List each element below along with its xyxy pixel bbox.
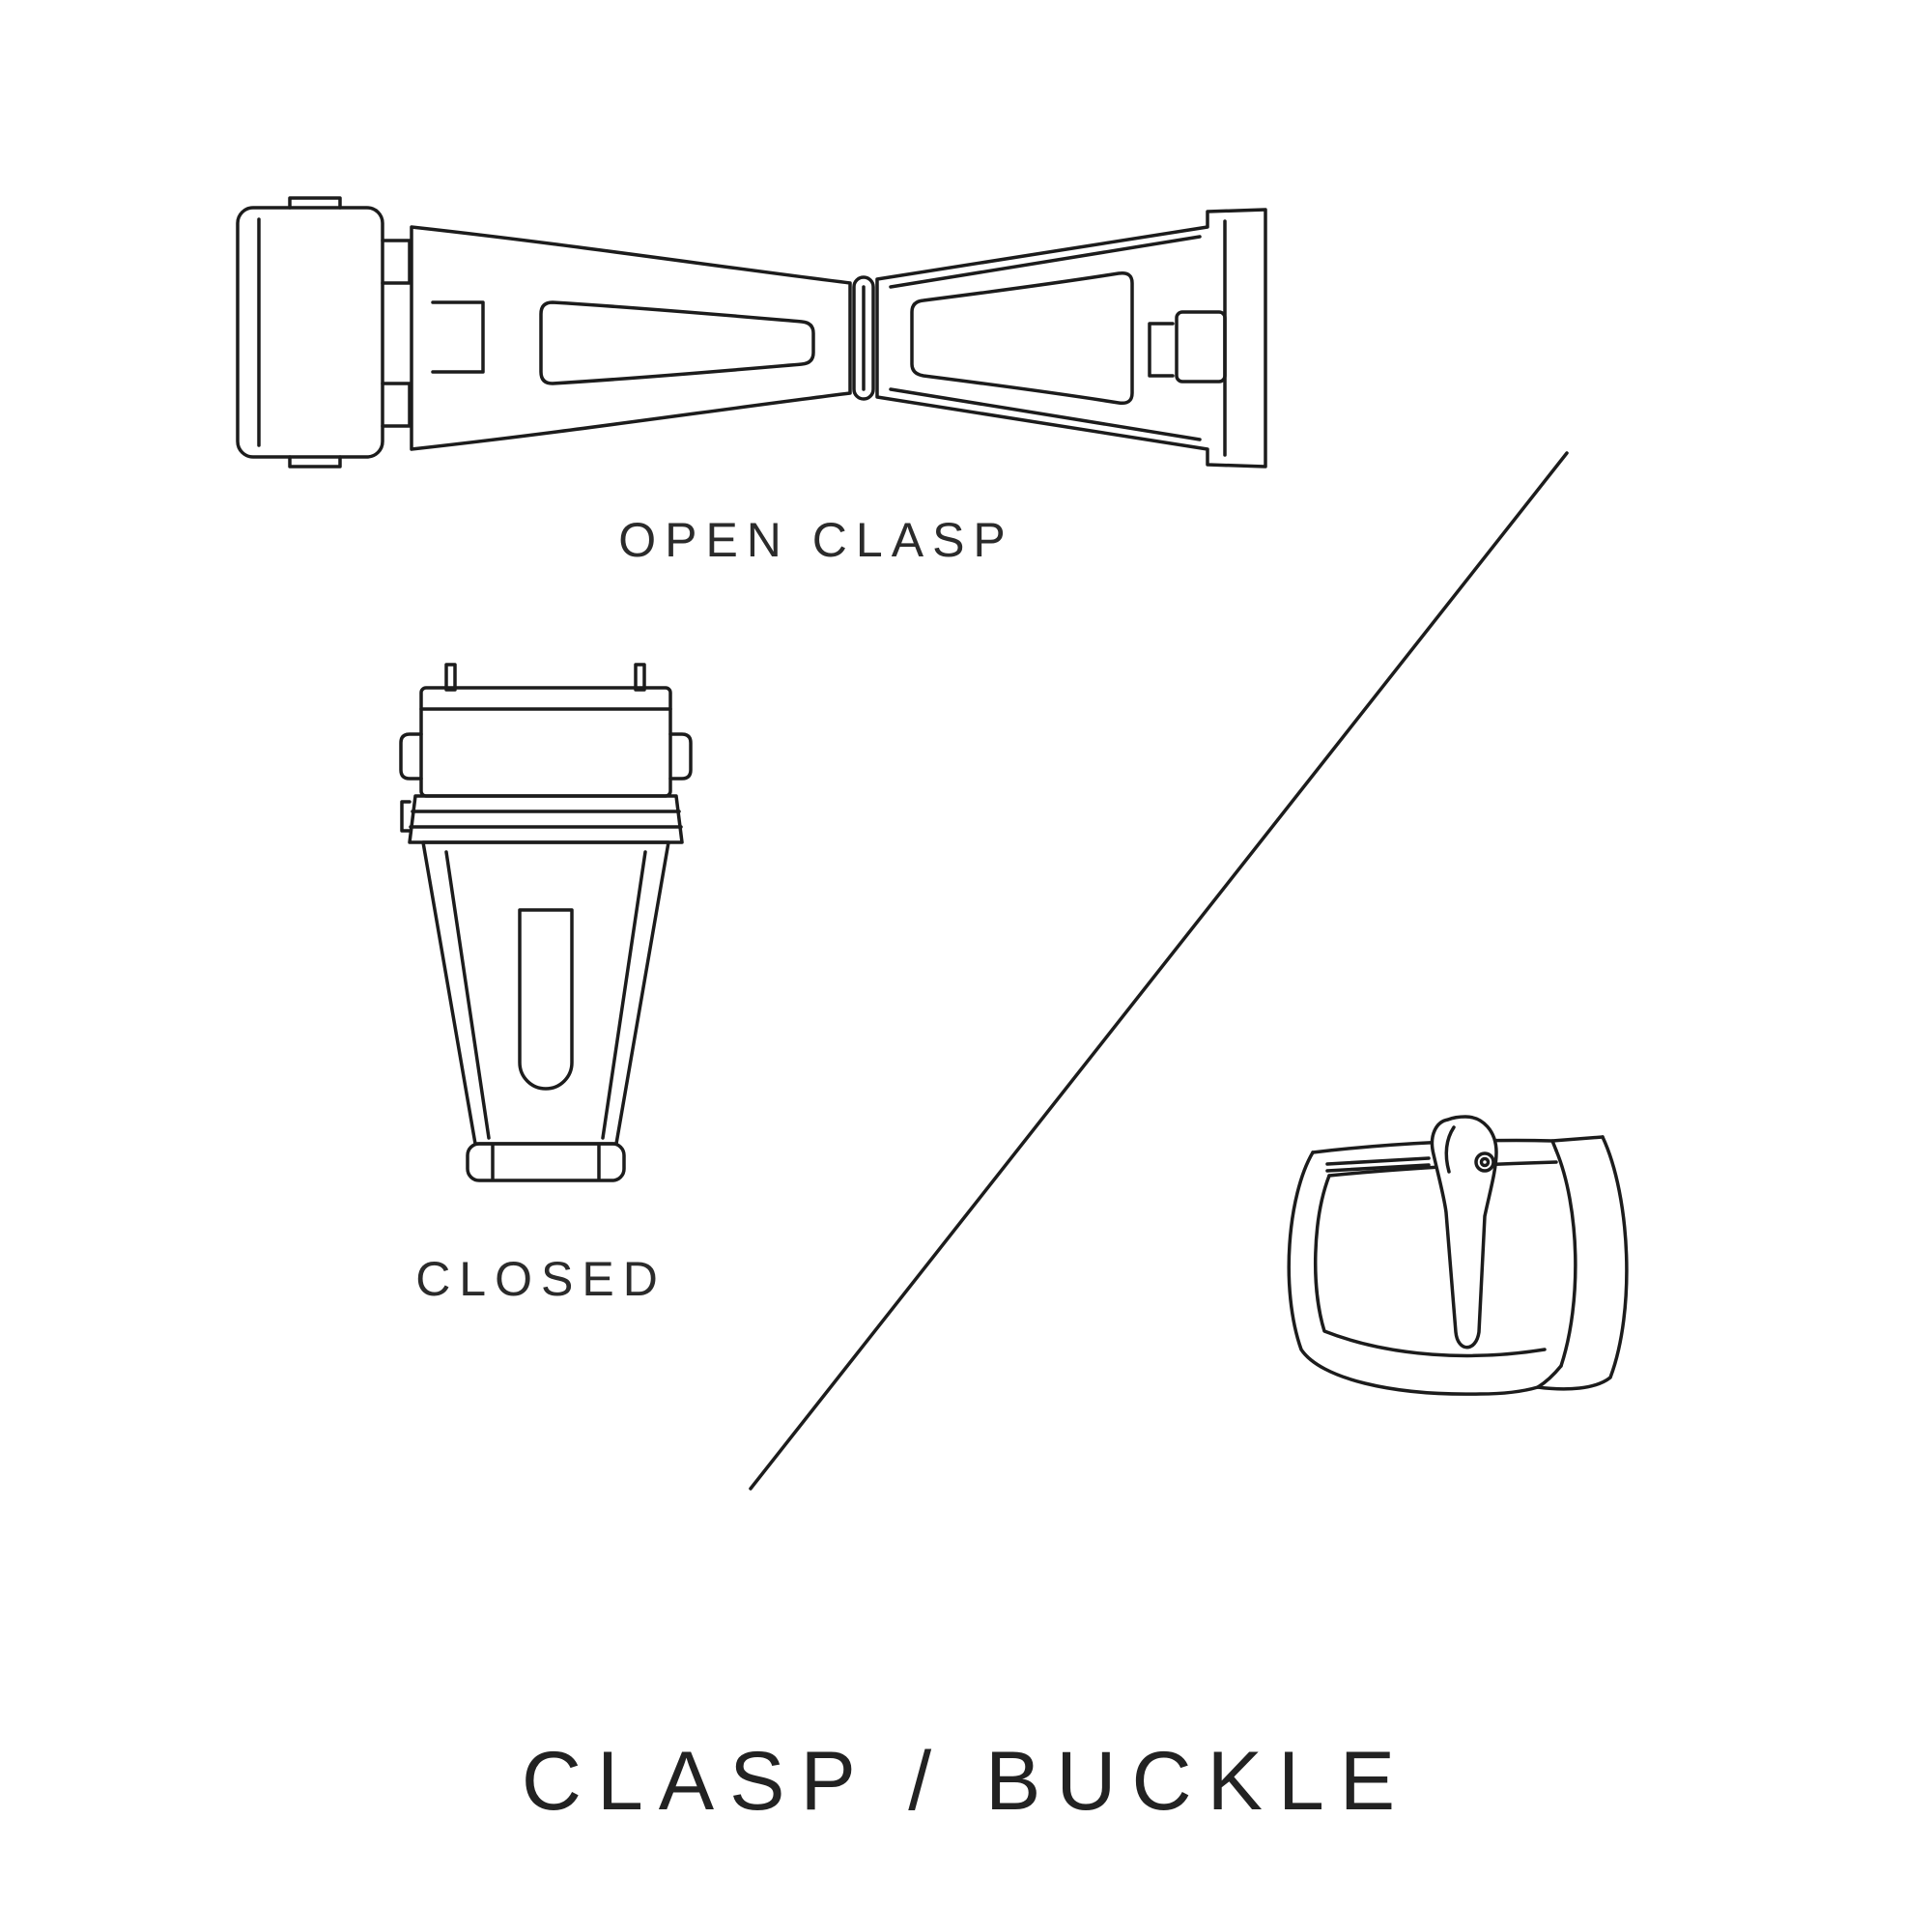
closed-clasp-label: CLOSED [415, 1252, 667, 1306]
closed-clasp-paths [399, 663, 693, 1182]
page-title: CLASP / BUCKLE [521, 1735, 1411, 1828]
closed-clasp-drawing-icon [399, 663, 693, 1182]
figure-open-clasp [222, 179, 1314, 497]
figure-buckle [1241, 1087, 1657, 1435]
open-clasp-paths [236, 196, 1267, 469]
figure-closed-clasp [386, 657, 705, 1208]
buckle-tang-path [1430, 1115, 1498, 1350]
open-clasp-label: OPEN CLASP [618, 513, 1014, 567]
buckle-paths [1287, 1115, 1629, 1396]
open-clasp-drawing-icon [236, 196, 1267, 469]
buckle-drawing-icon [1287, 1115, 1629, 1396]
